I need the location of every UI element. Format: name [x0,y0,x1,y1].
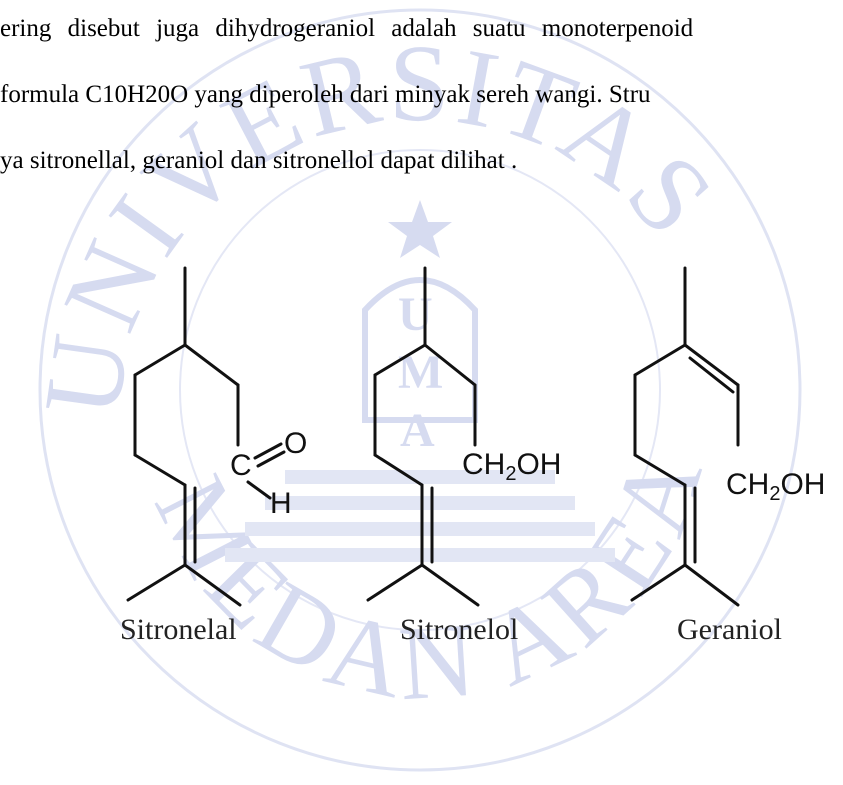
geraniol-caption: Geraniol [677,613,782,646]
paragraph-line-3: ya sitronellal, geraniol dan sitronellol… [0,147,518,174]
geraniol-ch2oh-label: CH2OH [726,468,825,505]
sitronelol-caption: Sitronelol [400,613,519,646]
geraniol-structure [630,266,740,607]
sitronelal-carbon-label: C [230,449,252,482]
paragraph-line-2: formula C10H20O yang diperoleh dari miny… [0,81,651,108]
sitronelal-caption: Sitronelal [120,613,237,646]
sitronelol-structure [366,266,480,607]
sitronelal-structure [126,266,286,607]
sitronelal-hydrogen-label: H [270,487,292,520]
sitronelal-oxygen-label: O [284,427,307,460]
paragraph-line-1: ering disebut juga dihydrogeraniol adala… [0,15,694,42]
sitronelol-ch2oh-label: CH2OH [462,448,561,485]
